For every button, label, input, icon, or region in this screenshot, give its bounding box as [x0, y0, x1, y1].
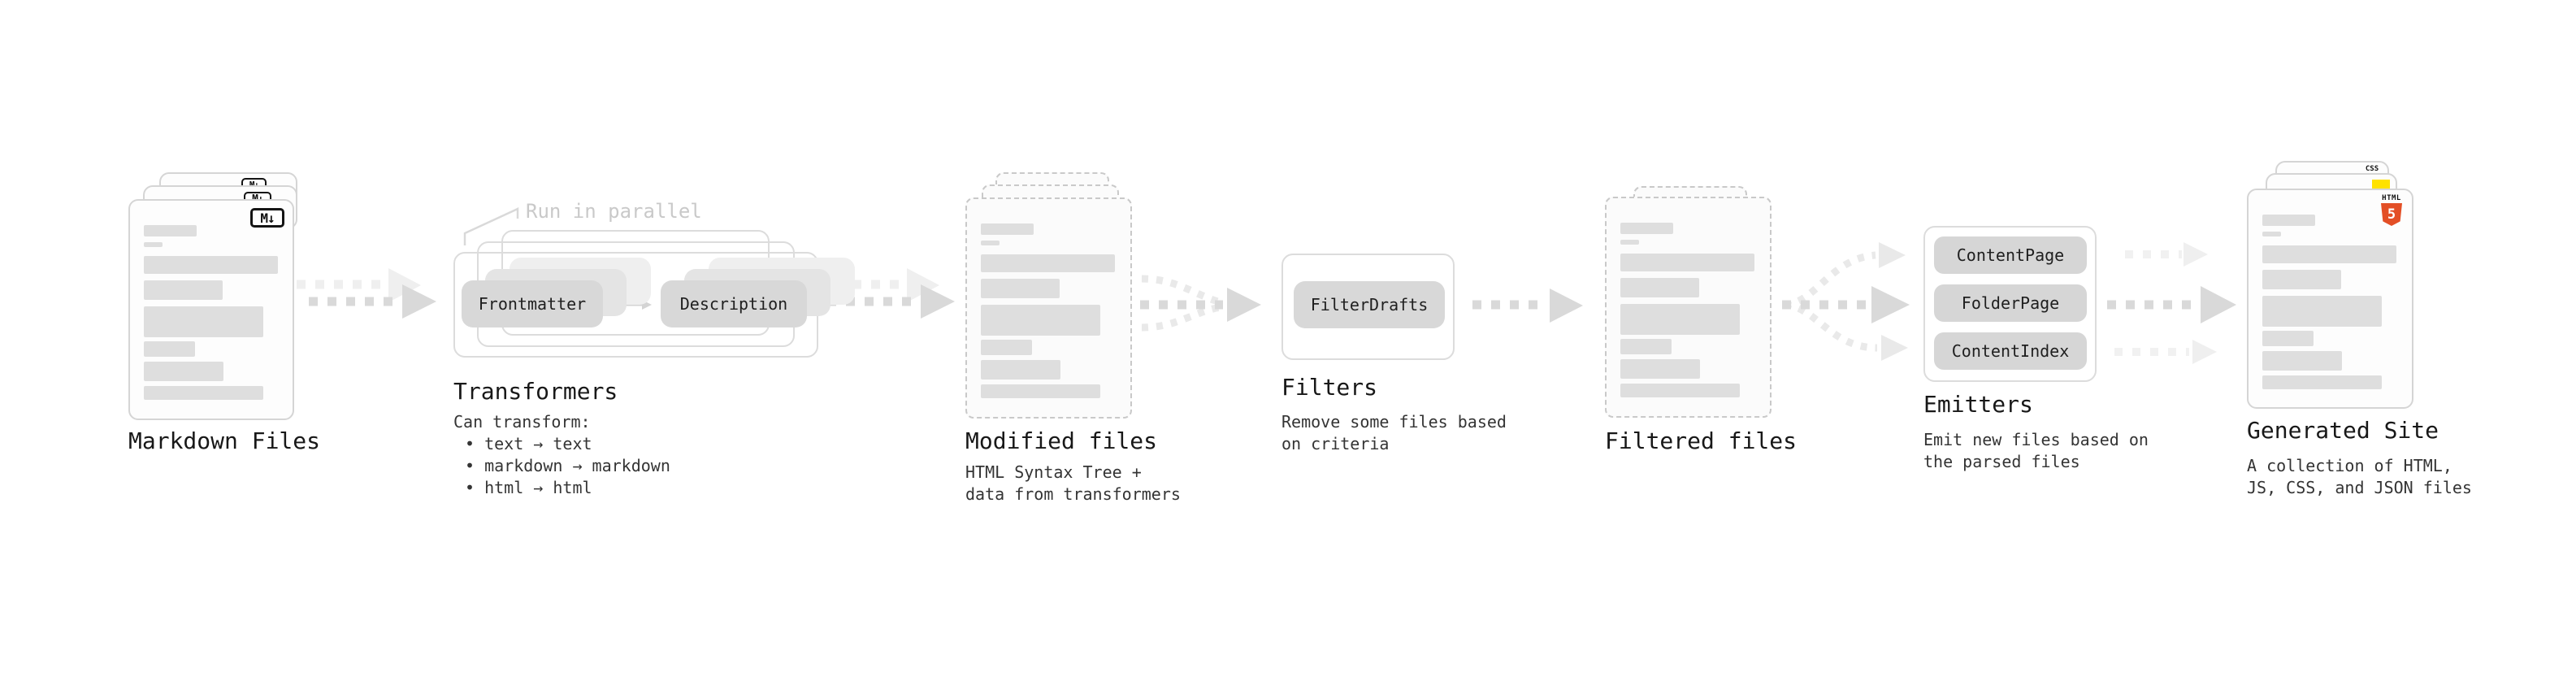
- text-line: [144, 280, 223, 300]
- stage-title-transformers: Transformers: [453, 378, 618, 405]
- desc-bullet: • text → text: [465, 434, 592, 453]
- arrow-emitters-to-generated: [2107, 242, 2236, 364]
- stage-title-markdown-files: Markdown Files: [128, 427, 321, 454]
- stage-title-emitters: Emitters: [1923, 391, 2033, 418]
- text-line: [981, 241, 1000, 245]
- text-line: [144, 362, 223, 381]
- html5-icon: HTML 5: [2381, 194, 2402, 226]
- text-line: [2262, 270, 2341, 289]
- stage-desc-filters: Remove some files based on criteria: [1281, 411, 1507, 455]
- desc-line: data from transformers: [965, 484, 1181, 504]
- emitters-card: [1923, 226, 2097, 382]
- desc-line: the parsed files: [1923, 452, 2080, 471]
- text-line: [144, 341, 195, 357]
- markdown-file-card-front: M↓: [128, 199, 294, 420]
- text-line: [1620, 223, 1673, 234]
- text-line: [144, 242, 163, 247]
- text-line: [1620, 254, 1754, 271]
- html5-icon-label: HTML: [2382, 194, 2401, 202]
- pill-filterdrafts: FilterDrafts: [1294, 281, 1445, 328]
- doc-text-lines: [1607, 198, 1770, 416]
- desc-bullet: • markdown → markdown: [465, 456, 670, 475]
- stage-title-generated-site: Generated Site: [2247, 417, 2439, 444]
- text-line: [981, 340, 1032, 355]
- arrow-modified-to-filters: [1140, 275, 1261, 332]
- stage-desc-generated-site: A collection of HTML, JS, CSS, and JSON …: [2247, 455, 2472, 499]
- doc-text-lines: [130, 201, 293, 419]
- note-connector-line: [463, 207, 519, 245]
- pill-description: Description: [661, 280, 807, 327]
- text-line: [2262, 375, 2382, 389]
- stage-title-modified-files: Modified files: [965, 427, 1158, 454]
- pill-frontmatter: Frontmatter: [462, 280, 603, 327]
- arrow-filtered-to-emitters: [1782, 242, 1910, 361]
- markdown-icon: M↓: [250, 208, 284, 228]
- filters-card: [1281, 254, 1455, 360]
- text-line: [144, 306, 263, 337]
- text-line: [144, 386, 263, 400]
- text-line: [1620, 339, 1672, 354]
- text-line: [981, 384, 1100, 398]
- pill-folderpage: FolderPage: [1934, 284, 2087, 322]
- modified-file-card-front: [965, 197, 1132, 419]
- pill-contentindex: ContentIndex: [1934, 332, 2087, 370]
- arrow-filters-to-filtered: [1472, 288, 1583, 323]
- desc-line: JS, CSS, and JSON files: [2247, 478, 2472, 497]
- text-line: [981, 279, 1060, 298]
- run-in-parallel-note: Run in parallel: [526, 200, 702, 223]
- desc-line: Remove some files based: [1281, 412, 1507, 432]
- text-line: [1620, 359, 1700, 379]
- desc-line: HTML Syntax Tree +: [965, 462, 1142, 482]
- text-line: [1620, 278, 1699, 297]
- doc-text-lines: [2249, 190, 2412, 407]
- text-line: [2262, 215, 2315, 226]
- stage-title-filters: Filters: [1281, 374, 1378, 401]
- html5-icon-shield: 5: [2381, 203, 2402, 226]
- text-line: [981, 305, 1100, 336]
- desc-line: Can transform:: [453, 412, 591, 432]
- stage-desc-emitters: Emit new files based on the parsed files: [1923, 429, 2149, 473]
- desc-bullet: • html → html: [465, 478, 592, 497]
- desc-line: A collection of HTML,: [2247, 456, 2452, 475]
- text-line: [1620, 240, 1639, 245]
- text-line: [144, 225, 197, 236]
- desc-line: on criteria: [1281, 434, 1390, 453]
- text-line: [2262, 245, 2396, 263]
- stage-desc-transformers: Can transform: • text → text • markdown …: [453, 411, 670, 499]
- text-line: [981, 360, 1060, 380]
- text-line: [2262, 296, 2382, 327]
- stage-desc-modified-files: HTML Syntax Tree + data from transformer…: [965, 462, 1181, 505]
- text-line: [981, 254, 1115, 272]
- js-icon: [2372, 180, 2390, 190]
- text-line: [144, 256, 278, 274]
- text-line: [2262, 331, 2314, 346]
- text-line: [1620, 384, 1740, 397]
- text-line: [1620, 304, 1740, 335]
- arrow-markdown-to-transformers: [297, 268, 436, 319]
- stage-title-filtered-files: Filtered files: [1605, 427, 1798, 454]
- generated-file-card-front: HTML 5: [2247, 189, 2413, 409]
- desc-line: Emit new files based on: [1923, 430, 2149, 449]
- filtered-file-card-front: [1605, 197, 1772, 418]
- pill-contentpage: ContentPage: [1934, 236, 2087, 274]
- html5-icon-number: 5: [2387, 206, 2396, 223]
- text-line: [2262, 351, 2342, 371]
- css-icon-label: CSS: [2365, 165, 2379, 173]
- text-line: [981, 223, 1034, 235]
- text-line: [2262, 232, 2281, 236]
- doc-text-lines: [967, 199, 1130, 417]
- arrow-transformers-to-modified: [815, 268, 955, 319]
